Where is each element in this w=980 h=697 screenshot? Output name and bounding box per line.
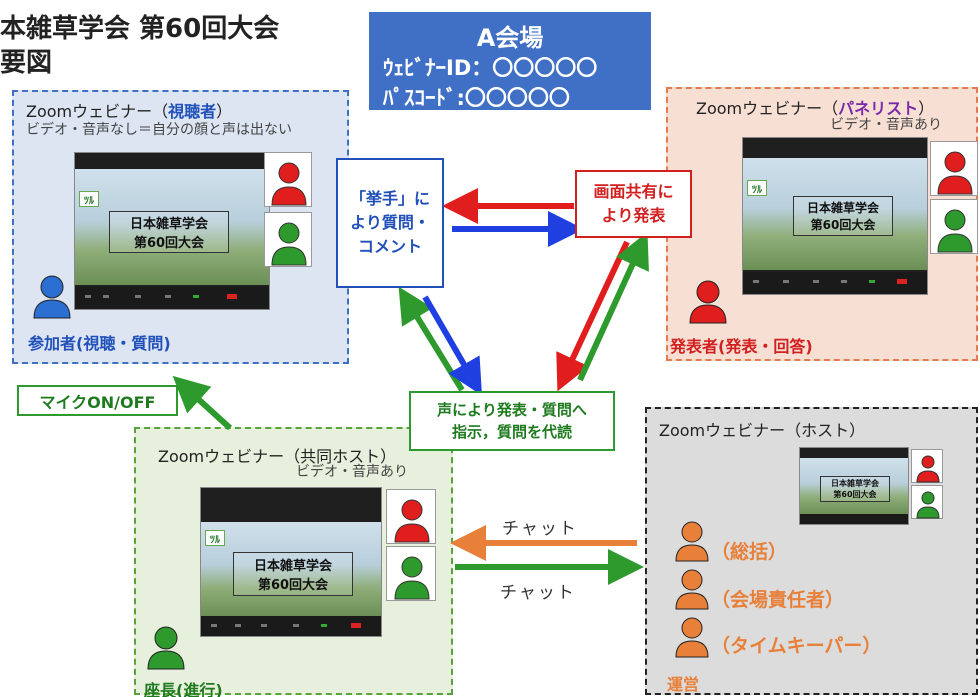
venue-info-box: A会場 ｳｪﾋﾞﾅｰID：〇〇〇〇〇 ﾊﾟｽｺｰﾄﾞ:〇〇〇〇〇	[369, 12, 651, 110]
presenter-video-tile	[386, 489, 436, 544]
raise-hand-box: 「挙手」により質問・コメント	[336, 158, 444, 288]
role-venue-manager: （会場責任者）	[711, 589, 845, 611]
arrow-share-to-voice	[556, 240, 630, 392]
viewer-heading: Zoomウェビナー（視聴者）	[26, 98, 232, 122]
viewer-subtitle: ビデオ・音声なし＝自分の顔と声は出ない	[26, 122, 292, 138]
viewer-zone: Zoomウェビナー（視聴者） ビデオ・音声なし＝自分の顔と声は出ない ﾂﾙ 日本…	[12, 90, 349, 364]
cohost-zone: Zoomウェビナー（共同ホスト） ビデオ・音声あり ﾂﾙ 日本雑草学会第60回大…	[134, 427, 453, 697]
chair-label: 座長(進行)	[144, 681, 223, 697]
presenter-video-tile	[264, 152, 312, 207]
presenter-icon	[689, 280, 727, 324]
organizer-icon	[675, 617, 709, 658]
logo-icon: ﾂﾙ	[79, 191, 99, 207]
cohost-heading: Zoomウェビナー（共同ホスト）	[158, 447, 397, 466]
role-timekeeper: （タイムキーパー）	[711, 635, 882, 657]
voice-instruction-box: 声により発表・質問へ指示，質問を代読	[409, 391, 615, 451]
arrow-voice-to-share	[577, 231, 649, 382]
diagram-title-line1: 本雑草学会 第60回大会	[0, 14, 280, 44]
cohost-screen: ﾂﾙ 日本雑草学会第60回大会	[200, 487, 382, 637]
logo-icon: ﾂﾙ	[747, 180, 767, 196]
venue-name: A会場	[476, 24, 544, 52]
host-screen: 日本雑草学会第60回大会	[799, 447, 909, 525]
slide-title: 日本雑草学会第60回大会	[820, 476, 890, 502]
slide-title: 日本雑草学会第60回大会	[109, 211, 229, 253]
slide-title: 日本雑草学会第60回大会	[233, 552, 353, 596]
participant-label: 参加者(視聴・質問)	[28, 334, 171, 353]
host-heading: Zoomウェビナー（ホスト）	[659, 421, 866, 440]
presenter-label: 発表者(発表・回答)	[670, 337, 813, 356]
panelist-screen: ﾂﾙ 日本雑草学会第60回大会	[742, 137, 928, 295]
chair-video-tile	[386, 546, 436, 601]
panelist-heading-suffix: ）	[918, 99, 935, 118]
panelist-subtitle: ビデオ・音声あり	[830, 117, 942, 133]
participant-icon	[33, 275, 71, 319]
arrow-cohost-to-viewer	[172, 375, 233, 431]
chair-video-tile	[911, 485, 943, 519]
logo-icon: ﾂﾙ	[205, 530, 225, 546]
chair-icon	[147, 626, 185, 670]
viewer-screen: ﾂﾙ 日本雑草学会第60回大会	[74, 152, 270, 310]
panelist-zone: Zoomウェビナー（パネリスト） ビデオ・音声あり ﾂﾙ 日本雑草学会第60回大…	[666, 87, 978, 361]
organizer-icon	[675, 521, 709, 562]
passcode: ﾊﾟｽｺｰﾄﾞ:〇〇〇〇〇	[383, 86, 570, 110]
organizer-team-label: 運営	[667, 675, 700, 694]
screen-share-box: 画面共有により発表	[575, 170, 692, 238]
viewer-heading-suffix: ）	[216, 102, 233, 121]
webinar-id: ｳｪﾋﾞﾅｰID：〇〇〇〇〇	[383, 56, 598, 80]
panelist-heading: Zoomウェビナー（パネリスト）	[696, 95, 934, 119]
role-general: （総括）	[711, 541, 788, 563]
diagram-title-line2: 要図	[0, 48, 53, 78]
viewer-heading-role: 視聴者	[168, 102, 217, 121]
presenter-video-tile	[911, 449, 943, 483]
host-zone: Zoomウェビナー（ホスト） 日本雑草学会第60回大会 （総括） （会場責任者）…	[645, 407, 978, 695]
slide-title: 日本雑草学会第60回大会	[793, 196, 893, 236]
viewer-heading-prefix: Zoomウェビナー（	[26, 102, 169, 121]
chat-label-to-host: チャット	[500, 583, 576, 603]
mic-toggle-box: マイクON/OFF	[17, 385, 178, 416]
chat-label-to-cohost: チャット	[502, 519, 578, 539]
panelist-heading-prefix: Zoomウェビナー（	[696, 99, 839, 118]
chair-video-tile	[930, 199, 978, 254]
chair-video-tile	[264, 212, 312, 267]
cohost-subtitle: ビデオ・音声あり	[296, 464, 408, 480]
presenter-video-tile	[930, 141, 978, 196]
organizer-icon	[675, 569, 709, 610]
arrow-raise-to-voice	[422, 295, 483, 396]
panelist-heading-role: パネリスト	[838, 99, 919, 118]
